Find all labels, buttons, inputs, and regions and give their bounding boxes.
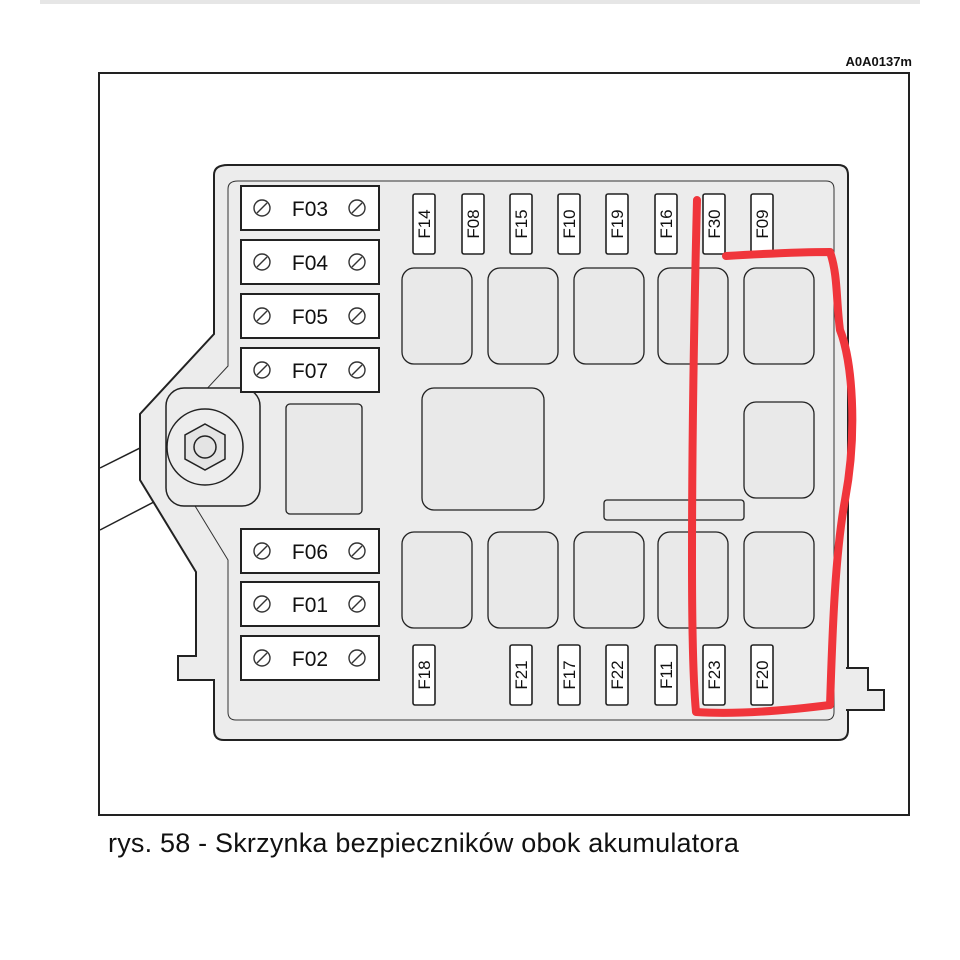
maxi-fuse-label: F02 xyxy=(292,648,328,671)
blade-fuse-label: F16 xyxy=(657,209,676,238)
maxi-fuse-f02: F02 xyxy=(240,635,380,681)
top-rule xyxy=(40,0,920,4)
maxi-fuse-f03: F03 xyxy=(240,185,380,231)
blade-fuse-label: F10 xyxy=(560,209,579,238)
top-fuse-row: F14 F08 F15 F10 F19 F16 F30 F09 xyxy=(412,193,774,255)
screw-icon xyxy=(348,253,366,271)
maxi-fuse-f01: F01 xyxy=(240,581,380,627)
top-fuse-f15: F15 xyxy=(509,193,533,255)
maxi-fuse-label: F01 xyxy=(292,594,328,617)
blade-fuse-label: F09 xyxy=(753,209,772,238)
screw-icon xyxy=(348,542,366,560)
blade-fuse-label: F14 xyxy=(415,209,434,238)
maxi-fuse-f04: F04 xyxy=(240,239,380,285)
maxi-fuse-f07: F07 xyxy=(240,347,380,393)
fuse-box-inner-rim xyxy=(177,180,835,721)
screw-icon xyxy=(253,649,271,667)
figure-frame xyxy=(98,72,910,816)
top-fuse-f30: F30 xyxy=(702,193,726,255)
bottom-fuse-f23: F23 xyxy=(702,644,726,706)
screw-icon xyxy=(348,361,366,379)
top-fuse-f09: F09 xyxy=(750,193,774,255)
bottom-fuse-f21: F21 xyxy=(509,644,533,706)
blade-fuse-label: F18 xyxy=(415,660,434,689)
blade-fuse-label: F30 xyxy=(705,209,724,238)
blade-fuse-label: F22 xyxy=(608,660,627,689)
maxi-fuse-label: F07 xyxy=(292,360,328,383)
blade-fuse-label: F20 xyxy=(753,660,772,689)
blade-fuse-label: F11 xyxy=(657,661,676,689)
maxi-fuse-f05: F05 xyxy=(240,293,380,339)
maxi-fuse-label: F06 xyxy=(292,541,328,564)
blade-fuse-label: F23 xyxy=(705,660,724,689)
screw-icon xyxy=(348,595,366,613)
top-fuse-f16: F16 xyxy=(654,193,678,255)
blade-fuse-label: F15 xyxy=(512,209,531,238)
blade-fuse-label: F17 xyxy=(560,660,579,689)
bottom-fuse-row: F18 F21 F17 F22 F11 F23 F20 xyxy=(412,644,774,706)
screw-icon xyxy=(348,649,366,667)
right-clip xyxy=(846,667,885,711)
top-fuse-f14: F14 xyxy=(412,193,436,255)
hand-drawn-highlight xyxy=(688,196,857,717)
maxi-fuse-label: F05 xyxy=(292,306,328,329)
battery-terminal xyxy=(165,387,261,507)
blade-fuse-label: F21 xyxy=(512,660,531,689)
top-fuse-f10: F10 xyxy=(557,193,581,255)
screw-icon xyxy=(253,542,271,560)
bottom-fuse-f18: F18 xyxy=(412,644,436,706)
relay-sockets xyxy=(285,267,815,629)
top-fuse-f19: F19 xyxy=(605,193,629,255)
figure-reference-code: A0A0137m xyxy=(845,54,913,69)
bottom-fuse-f17: F17 xyxy=(557,644,581,706)
top-fuse-f08: F08 xyxy=(461,193,485,255)
screw-icon xyxy=(253,253,271,271)
screw-icon xyxy=(348,199,366,217)
figure-caption: rys. 58 - Skrzynka bezpieczników obok ak… xyxy=(108,828,740,858)
bottom-fuse-f11: F11 xyxy=(654,644,678,706)
screw-icon xyxy=(253,199,271,217)
maxi-fuse-f06: F06 xyxy=(240,528,380,574)
bottom-fuse-f20: F20 xyxy=(750,644,774,706)
bottom-fuse-f22: F22 xyxy=(605,644,629,706)
maxi-fuse-label: F03 xyxy=(292,198,328,221)
screw-icon xyxy=(253,307,271,325)
maxi-fuse-label: F04 xyxy=(292,252,329,275)
screw-icon xyxy=(253,595,271,613)
blade-fuse-label: F08 xyxy=(464,209,483,238)
blade-fuse-label: F19 xyxy=(608,209,627,238)
screw-icon xyxy=(253,361,271,379)
screw-icon xyxy=(348,307,366,325)
terminal-nut-icon xyxy=(184,423,226,471)
